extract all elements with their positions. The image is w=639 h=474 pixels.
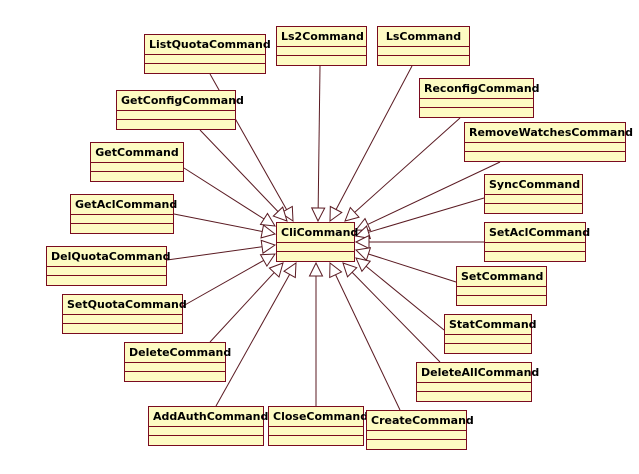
class-name: AddAuthCommand (153, 410, 269, 423)
generalization-arrowhead-listquota (279, 205, 294, 222)
class-name: RemoveWatchesCommand (469, 126, 634, 139)
class-name: DelQuotaCommand (51, 250, 171, 263)
generalization-arrowhead-delete (268, 262, 284, 278)
class-sync-command[interactable]: SyncCommand (484, 174, 583, 214)
edge-sync (368, 197, 485, 233)
generalization-arrowhead-reconfig (344, 206, 360, 222)
edge-setquota (182, 259, 264, 307)
class-name: CloseCommand (273, 410, 369, 423)
class-ls2-command[interactable]: Ls2Command (276, 26, 367, 66)
class-del-quota-command[interactable]: DelQuotaCommand (46, 246, 171, 286)
class-name: SyncCommand (489, 178, 581, 191)
class-name: GetConfigCommand (121, 94, 244, 107)
class-set-command[interactable]: SetCommand (456, 266, 547, 306)
generalization-arrowhead-setquota (259, 253, 276, 268)
generalization-arrowhead-getconfig (272, 206, 288, 222)
edge-deleteall (351, 271, 441, 363)
generalization-arrowhead-delquota (260, 239, 277, 255)
class-cli-command[interactable]: CliCommand (276, 222, 359, 262)
edge-getacl (173, 213, 263, 232)
edge-get (183, 167, 265, 220)
generalization-arrowhead-get (259, 212, 276, 227)
generalization-arrowhead-set (354, 247, 372, 262)
class-get-acl-command[interactable]: GetAclCommand (70, 194, 178, 234)
generalization-arrowhead-deleteall (342, 262, 358, 278)
class-name: ReconfigCommand (424, 82, 540, 95)
class-name: GetAclCommand (75, 198, 178, 211)
class-name: SetCommand (461, 270, 544, 283)
class-delete-all-command[interactable]: DeleteAllCommand (416, 362, 540, 402)
generalization-arrowhead-ls2 (310, 207, 326, 223)
class-name: DeleteCommand (129, 346, 232, 359)
edge-reconfig (354, 117, 461, 213)
class-remove-watches-command[interactable]: RemoveWatchesCommand (464, 122, 634, 162)
class-get-command[interactable]: GetCommand (90, 142, 184, 182)
generalization-arrowhead-close (308, 261, 324, 277)
generalization-arrowhead-addauth (283, 262, 297, 279)
class-name: SetAclCommand (489, 226, 591, 239)
class-list-quota-command[interactable]: ListQuotaCommand (144, 34, 271, 74)
class-name: LsCommand (385, 30, 462, 43)
class-get-config-command[interactable]: GetConfigCommand (116, 90, 244, 130)
generalization-arrowhead-sync (354, 225, 372, 240)
class-name: ListQuotaCommand (149, 38, 271, 51)
class-set-quota-command[interactable]: SetQuotaCommand (62, 294, 187, 334)
generalization-arrowhead-setacl (354, 234, 370, 250)
edge-ls (335, 65, 413, 210)
generalization-arrowhead-ls (329, 205, 343, 222)
class-close-command[interactable]: CloseCommand (268, 406, 369, 446)
class-create-command[interactable]: CreateCommand (366, 410, 474, 450)
class-name: DeleteAllCommand (421, 366, 540, 379)
class-name: GetCommand (95, 146, 179, 159)
edge-set (368, 253, 457, 283)
class-name: CliCommand (281, 226, 359, 239)
class-name: Ls2Command (281, 30, 364, 43)
generalization-arrowhead-stat (355, 257, 372, 273)
class-name: SetQuotaCommand (67, 298, 187, 311)
class-set-acl-command[interactable]: SetAclCommand (484, 222, 591, 262)
edge-stat (365, 265, 445, 331)
class-name: CreateCommand (371, 414, 474, 427)
class-reconfig-command[interactable]: ReconfigCommand (419, 78, 540, 118)
class-stat-command[interactable]: StatCommand (444, 314, 537, 354)
edge-delquota (166, 246, 263, 261)
class-name: StatCommand (449, 318, 537, 331)
edge-delete (209, 272, 275, 343)
class-delete-command[interactable]: DeleteCommand (124, 342, 232, 382)
generalization-arrowhead-getacl (260, 224, 277, 239)
class-add-auth-command[interactable]: AddAuthCommand (148, 406, 269, 446)
edge-addauth (215, 274, 291, 407)
edge-getconfig (199, 129, 279, 212)
edge-create (335, 274, 401, 411)
edge-removewatches (367, 161, 501, 225)
generalization-arrowhead-create (329, 261, 343, 279)
class-ls-command[interactable]: LsCommand (377, 26, 470, 66)
edge-ls2 (317, 65, 321, 209)
